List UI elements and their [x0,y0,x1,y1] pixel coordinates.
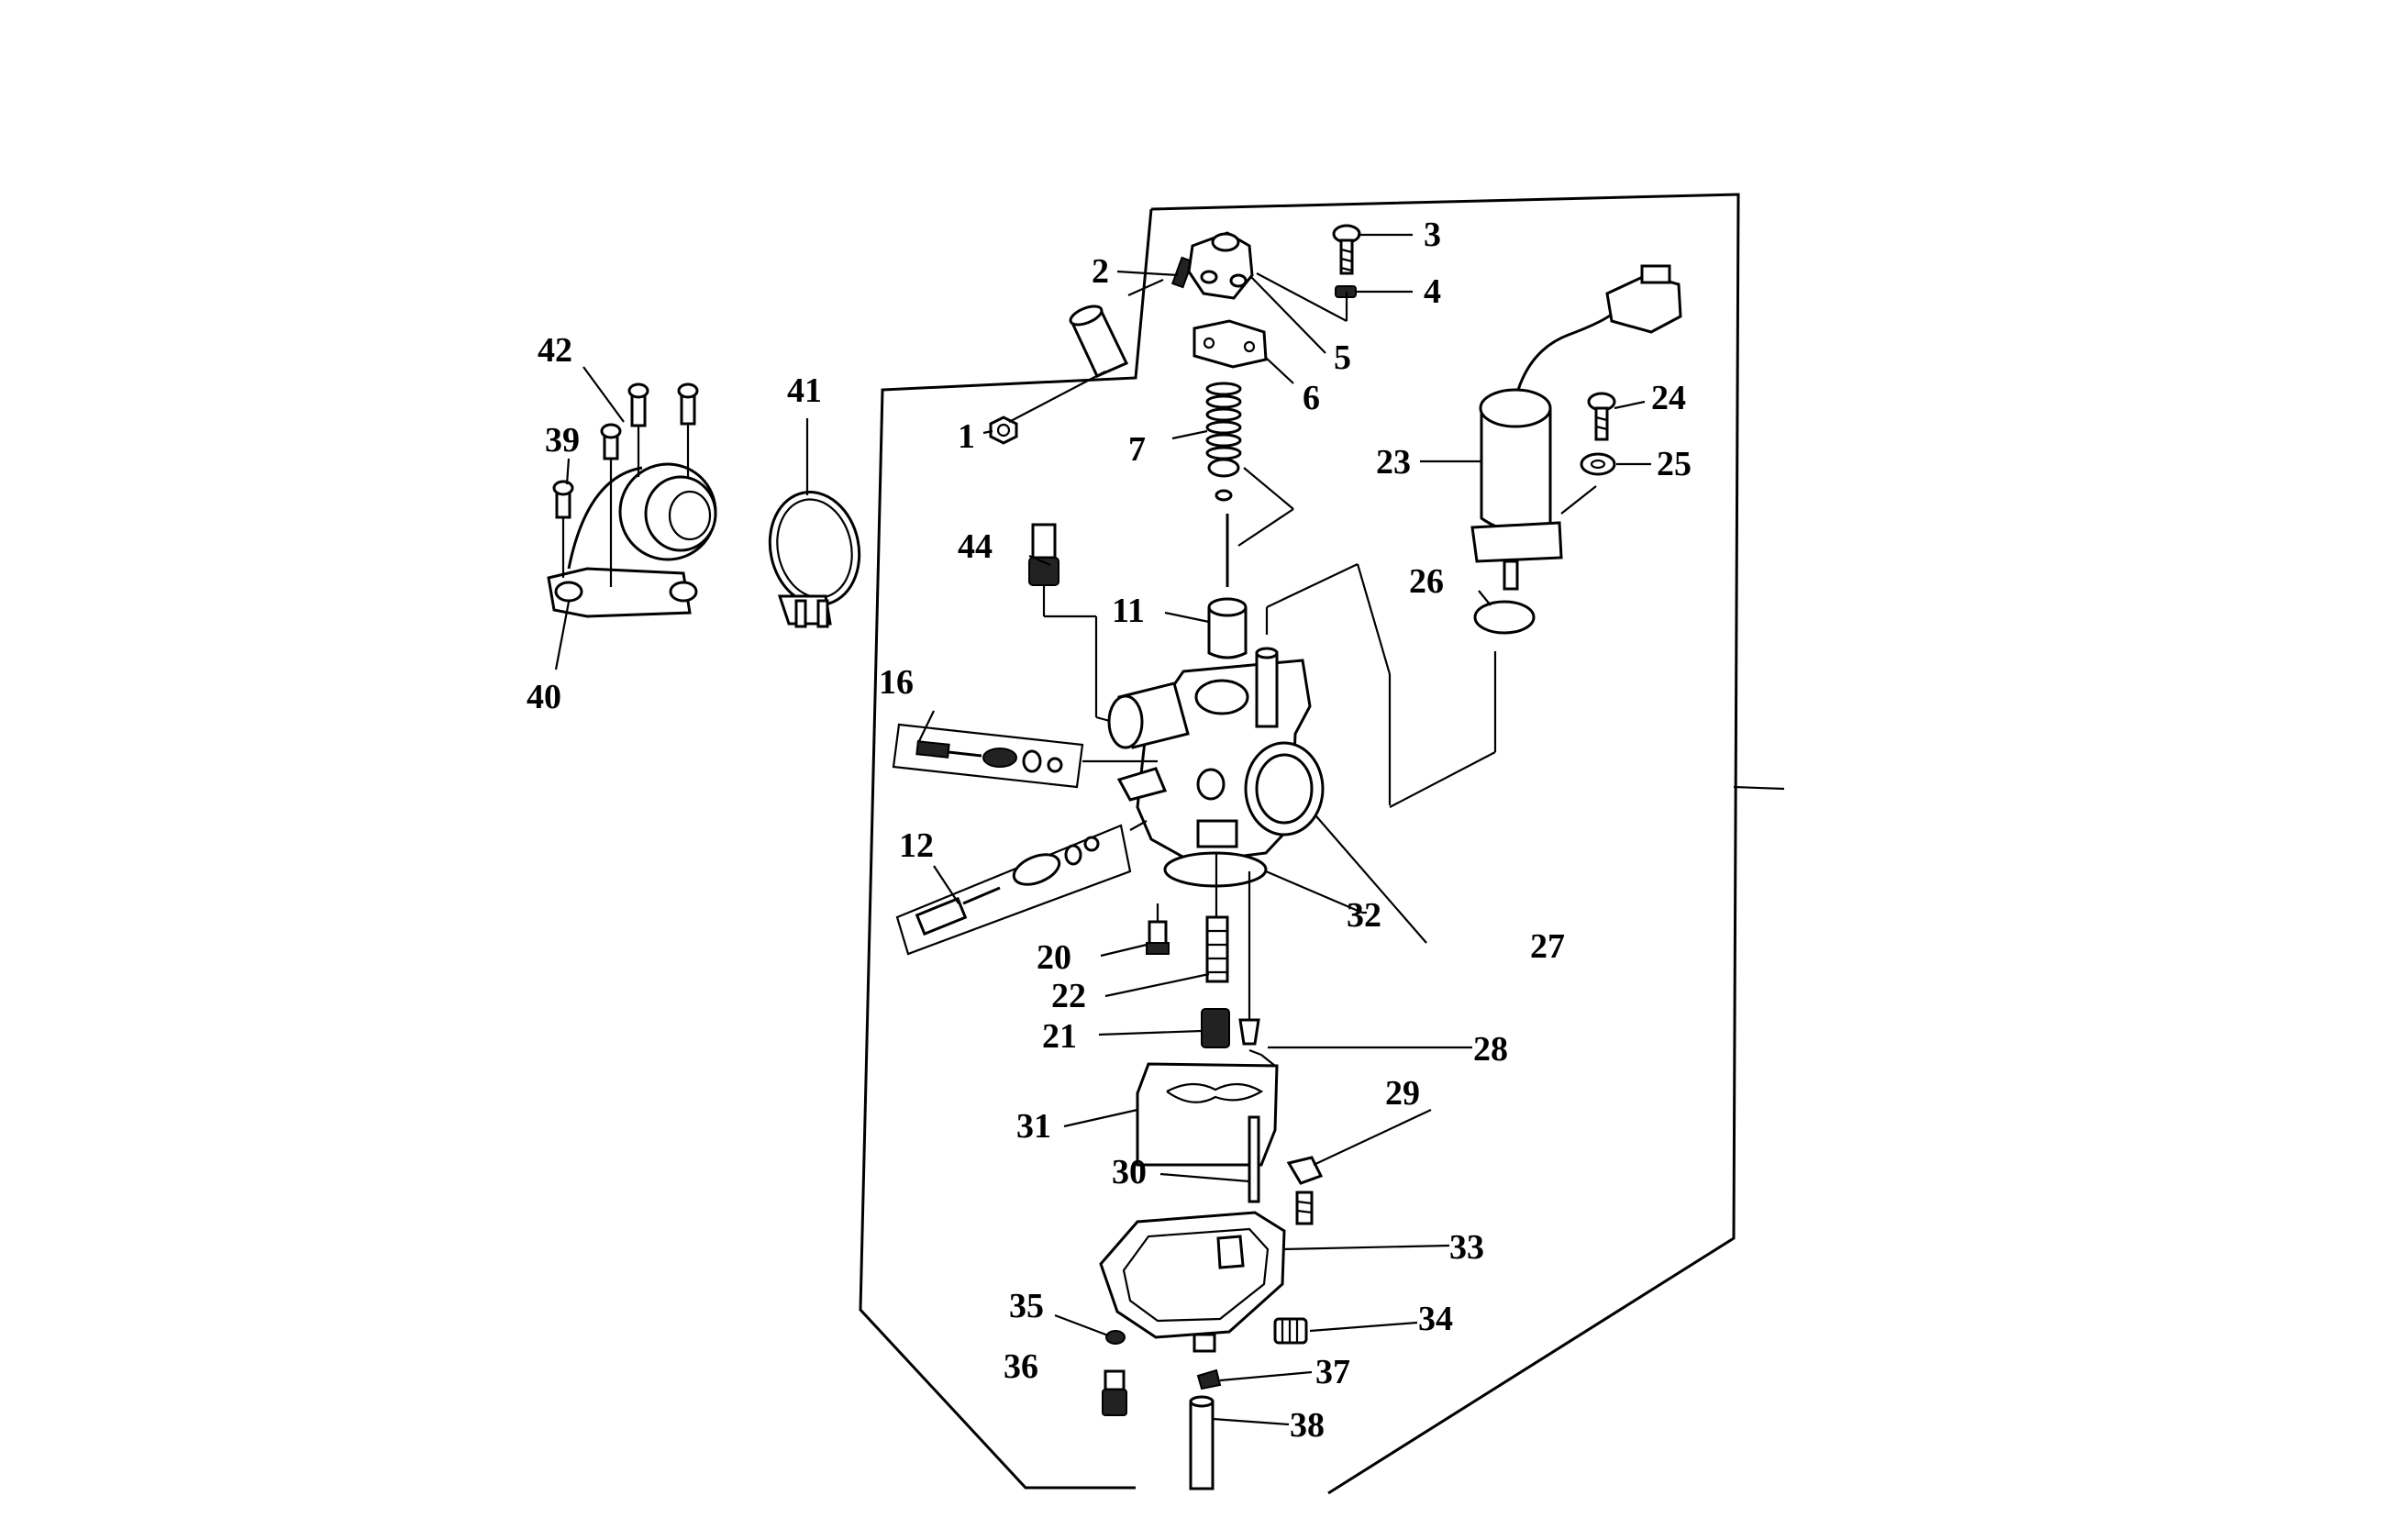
part-21-holder [1201,1008,1230,1048]
callout-16: 16 [879,663,914,702]
part-25-washer [1580,452,1616,476]
part-3-screw [1332,224,1361,275]
part-34-drain-screw [1273,1317,1308,1345]
callout-21: 21 [1042,1017,1077,1056]
part-4-washer [1256,272,1357,322]
callout-39: 39 [545,421,580,460]
part-38-drain-hose [1189,1395,1215,1490]
part-24-screw [1587,392,1616,441]
part-2-screw [1170,256,1194,289]
part-37-clip [1196,1368,1222,1390]
callout-32: 32 [1347,896,1381,935]
callout-25: 25 [1657,445,1692,483]
part-7-spring [1205,382,1294,587]
part-22-needle-jet [1205,853,1229,983]
part-5-carb-top [1187,231,1254,300]
callout-37: 37 [1315,1353,1350,1391]
part-12-idle-screw-set [895,820,1148,956]
part-39-screws [552,423,622,587]
callout-34: 34 [1418,1300,1453,1338]
leader-lines [554,233,1651,1426]
callout-41: 41 [787,371,822,410]
part-36-screw [1102,1369,1127,1416]
part-11-throttle-slide [1207,597,1248,659]
callout-26: 26 [1409,562,1444,601]
callout-31: 31 [1016,1107,1051,1146]
part-23-auto-choke [1470,264,1682,591]
part-42-manifold-ring [618,462,717,561]
part-26-o-ring [1389,600,1536,808]
part-28-needle-valve [1238,871,1260,1046]
callout-6: 6 [1303,379,1320,417]
callout-23: 23 [1376,443,1411,482]
callout-22: 22 [1051,977,1086,1015]
assembly-boundary [859,193,1740,1495]
callout-33: 33 [1449,1228,1484,1267]
part-31-float [1136,1048,1279,1167]
part-30-pin [1248,1115,1260,1203]
callout-28: 28 [1473,1030,1508,1069]
callout-36: 36 [1004,1347,1038,1386]
callout-12: 12 [899,826,934,865]
part-35-o-ring [1105,1330,1126,1345]
part-16-pilot-screw-set [892,723,1158,789]
callout-38: 38 [1290,1406,1325,1445]
callout-5: 5 [1334,338,1351,377]
part-40-intake-manifold [547,466,698,618]
part-44-fitting [1028,523,1131,728]
callout-11: 11 [1112,592,1145,630]
part-6-gasket [1192,319,1268,369]
callout-7: 7 [1128,430,1146,469]
part-1-nut [989,415,1018,445]
part-29-screw [1286,1156,1324,1225]
callout-42: 42 [538,331,572,370]
edge-tick [1733,785,1785,791]
part-41-hose-clamp [768,491,861,628]
callout-2: 2 [1092,252,1109,291]
part-42-screws [627,382,699,477]
callout-3: 3 [1424,216,1441,254]
callout-1: 1 [958,417,975,456]
callout-27: 27 [1530,927,1565,966]
callout-20: 20 [1037,938,1071,977]
cable-adjuster-tube [1008,278,1164,423]
callout-30: 30 [1112,1153,1147,1191]
callout-29: 29 [1385,1074,1420,1113]
part-33-float-bowl [1099,1211,1286,1353]
callout-24: 24 [1651,379,1686,417]
callout-4: 4 [1424,272,1441,311]
callout-44: 44 [958,527,993,566]
callout-labels: 1 2 3 4 5 6 7 11 12 16 20 21 22 23 24 25… [527,216,1692,1445]
carburetor-body [1107,563,1392,864]
part-20-jet [1146,903,1170,955]
callout-40: 40 [527,678,561,716]
callout-35: 35 [1009,1287,1044,1325]
